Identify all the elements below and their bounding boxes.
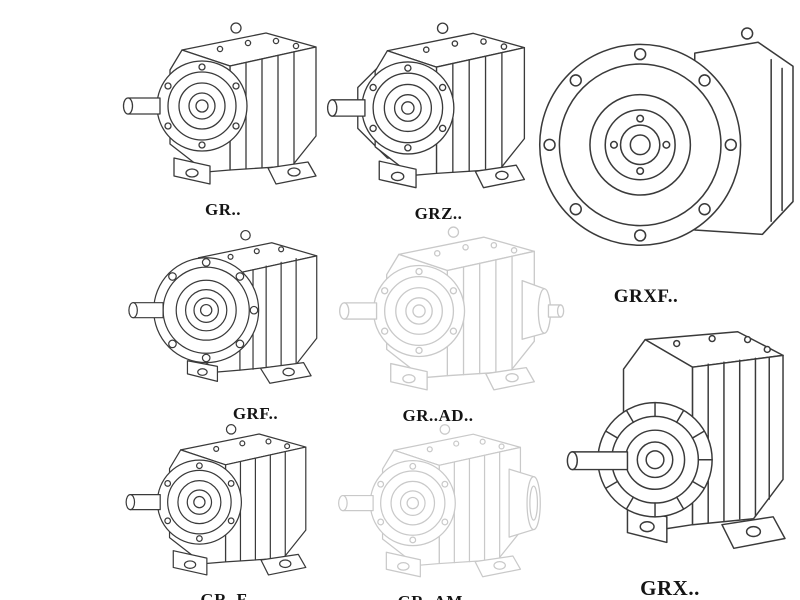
gr-ad-gearbox-drawing [324, 222, 565, 404]
figure-gr-ad: GR..AD.. [324, 222, 565, 426]
figure-label-grf: GRF.. [232, 404, 279, 423]
figure-label-grxf: GRXF.. [613, 286, 679, 307]
grf-gearbox-drawing [120, 224, 335, 402]
grz-gearbox-drawing [322, 18, 547, 202]
figure-gr: GR.. [118, 18, 328, 220]
figure-gr-am: GR..AM.. [324, 420, 541, 600]
gr-f-gearbox-drawing [121, 420, 326, 588]
figure-grxf: GRXF.. [528, 16, 800, 308]
figure-label-gr: GR.. [205, 200, 241, 219]
gr-gearbox-drawing [118, 18, 338, 198]
figure-label-grx: GRX.. [640, 576, 700, 600]
figure-label-grz: GRZ.. [414, 204, 463, 223]
figure-grx: GRX.. [526, 314, 800, 600]
grx-gearbox-drawing [529, 314, 800, 570]
figure-grf: GRF.. [120, 224, 335, 424]
figure-grz: GRZ.. [322, 18, 527, 224]
figure-label-gr-am: GR..AM.. [332, 592, 538, 600]
grxf-gearbox-drawing [531, 16, 800, 278]
gr-am-gearbox-drawing [324, 420, 541, 590]
figure-label-gr-ad: GR..AD.. [402, 406, 474, 425]
figure-gr-f: GR..F [120, 420, 328, 600]
figure-label-gr-f: GR..F [200, 590, 248, 600]
